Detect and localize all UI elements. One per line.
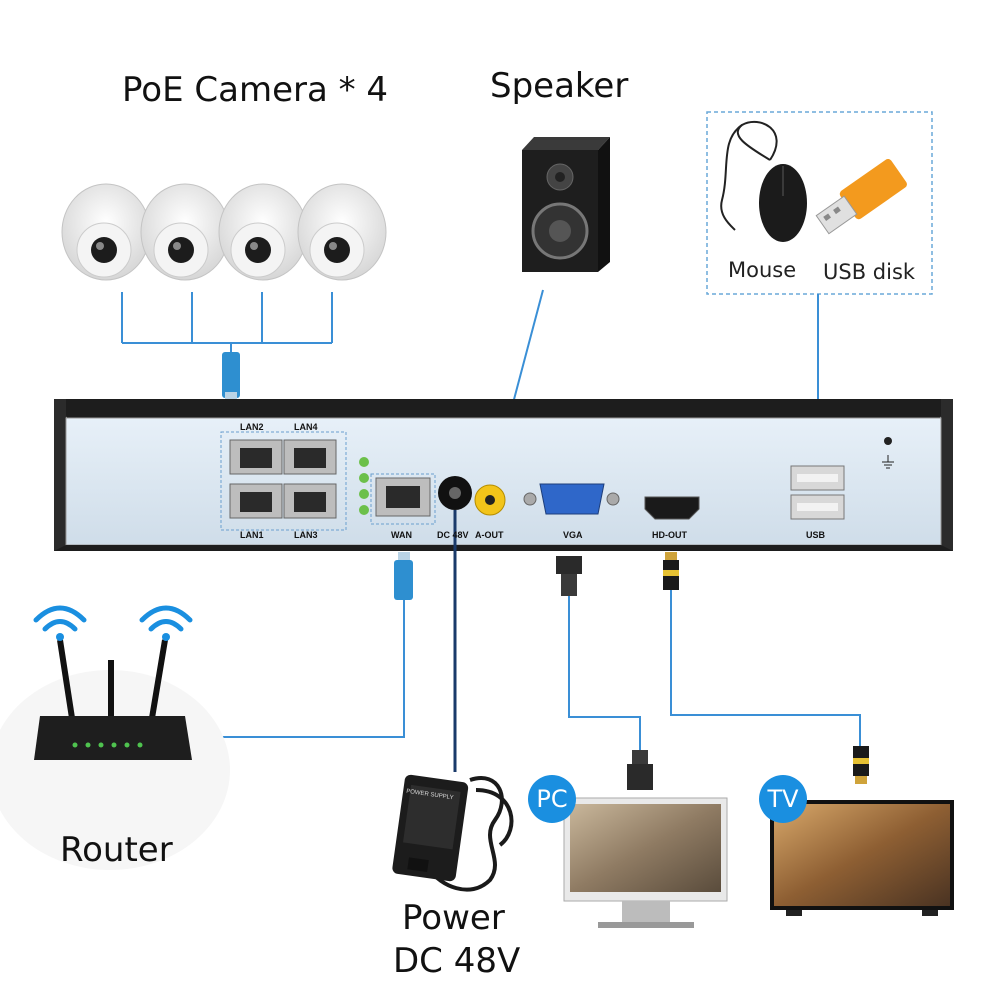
- usb-disk-device: [815, 158, 907, 235]
- lan-port-4: [283, 439, 337, 475]
- pc-monitor: [563, 797, 728, 928]
- usb-ports: [790, 465, 845, 520]
- dc-jack: [438, 476, 472, 510]
- wifi-icon-right: [139, 605, 193, 641]
- dome-camera-1: [61, 183, 151, 281]
- cameras-title: PoE Camera * 4: [122, 70, 389, 110]
- mouse-device: [720, 120, 807, 242]
- hdmi-cable: [670, 590, 861, 746]
- port-label-wan: WAN: [391, 530, 412, 540]
- port-label-dc48v: DC 48V: [437, 530, 469, 540]
- tv-badge: TV: [759, 775, 807, 823]
- port-label-lan4: LAN4: [294, 422, 318, 432]
- lan-port-3: [283, 483, 337, 519]
- camera-ethernet-plug: [222, 352, 240, 404]
- pc-badge: PC: [528, 775, 576, 823]
- wan-block-outline: [370, 473, 436, 525]
- vga-port: [523, 483, 620, 515]
- router-device: [0, 639, 230, 870]
- power-supply-device: [392, 774, 514, 892]
- usb-peripherals-box: [706, 111, 933, 295]
- lan-block-outline: [220, 431, 347, 531]
- speaker-device: [522, 137, 610, 272]
- lan-port-1: [229, 483, 283, 519]
- port-label-aout: A-OUT: [475, 530, 504, 540]
- ground-symbol: [882, 455, 894, 469]
- pc-vga-plug: [627, 750, 653, 790]
- port-label-lan3: LAN3: [294, 530, 318, 540]
- dome-camera-4: [297, 183, 387, 281]
- router-ethernet-plug: [394, 552, 413, 600]
- port-label-lan1: LAN1: [240, 530, 264, 540]
- mouse-label: Mouse: [728, 258, 797, 282]
- port-label-usb: USB: [806, 530, 826, 540]
- vga-cable-plug: [556, 556, 582, 596]
- vga-cable: [568, 596, 641, 752]
- dome-camera-3: [218, 183, 308, 281]
- camera-bracket: [121, 292, 333, 352]
- port-label-hdout: HD-OUT: [652, 530, 687, 540]
- power-title-line1: Power: [402, 898, 505, 938]
- reset-hole: [884, 437, 892, 445]
- speaker-title: Speaker: [490, 66, 629, 106]
- tv-hdmi-plug: [853, 746, 869, 784]
- port-label-lan2: LAN2: [240, 422, 264, 432]
- wan-port: [375, 477, 431, 517]
- lan-port-2: [229, 439, 283, 475]
- wifi-icon-left: [33, 605, 87, 641]
- status-leds: [359, 457, 369, 515]
- hdmi-cable-plug: [663, 552, 679, 590]
- tv-device: [770, 800, 954, 916]
- usb-disk-label: USB disk: [823, 260, 916, 284]
- router-cable: [180, 600, 405, 738]
- power-title-line2: DC 48V: [393, 941, 521, 981]
- hdmi-port: [644, 496, 700, 520]
- audio-out-jack: [474, 484, 506, 516]
- port-label-vga: VGA: [563, 530, 583, 540]
- router-title: Router: [60, 830, 173, 870]
- dome-camera-2: [140, 183, 230, 281]
